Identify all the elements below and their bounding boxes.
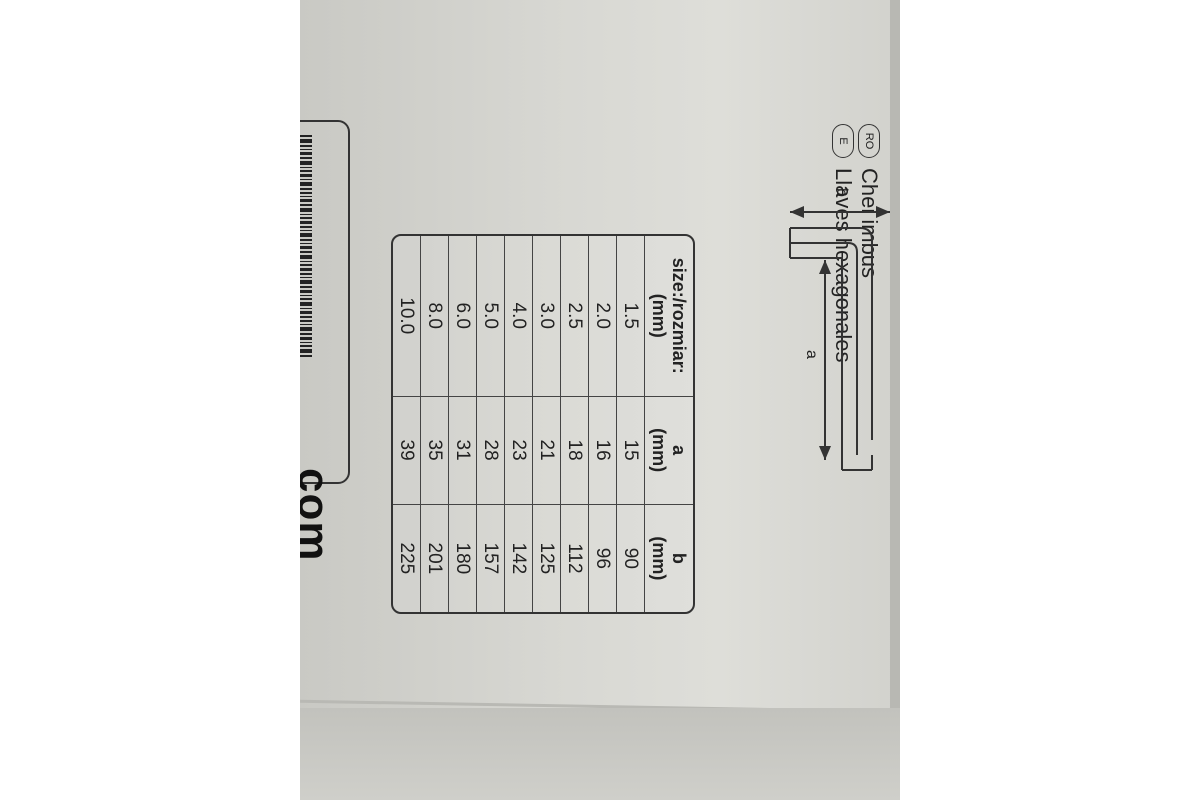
cell-size: 2.0: [588, 236, 616, 397]
wrench-outline: [790, 257, 843, 470]
barcode: [300, 135, 312, 357]
domain-fragment: com: [300, 468, 338, 562]
size-table: size:/rozmiar: (mm) a (mm) b (mm): [391, 234, 695, 614]
hex-key-diagram: [789, 206, 890, 471]
cell-b: 180: [448, 504, 476, 612]
arrowhead: [819, 260, 831, 274]
bottom-strip: [300, 708, 900, 800]
header-size-label: size:/rozmiar:: [669, 257, 689, 374]
cell-a: 15: [616, 396, 644, 505]
cell-a: 31: [448, 396, 476, 505]
table-header-row: size:/rozmiar: (mm) a (mm) b (mm): [644, 236, 693, 612]
cell-a: 39: [393, 396, 420, 505]
dimension-label-b: b: [833, 188, 850, 197]
cell-a: 18: [560, 396, 588, 505]
wrench-outline: [790, 242, 858, 455]
header-a-label: a: [669, 445, 689, 456]
cell-a: 23: [504, 396, 532, 505]
cell-a: 16: [588, 396, 616, 505]
cell-b: 225: [396, 542, 418, 575]
cell-size: 6.0: [448, 236, 476, 397]
wrench-outline: [790, 227, 873, 440]
dimension-label-a: a: [803, 350, 820, 359]
cell-b: 142: [504, 504, 532, 612]
rotated-page: RO Chei imbus E Llaves hexagonales: [300, 100, 900, 700]
header-a-unit: (mm): [649, 428, 669, 473]
cell-b: 112: [560, 504, 588, 612]
cell-a: 28: [476, 396, 504, 505]
cell-a: 35: [420, 396, 448, 505]
cell-size: 5.0: [476, 236, 504, 397]
cell-size: 3.0: [532, 236, 560, 397]
edge-strip: [890, 0, 900, 800]
header-size: size:/rozmiar: (mm): [644, 236, 693, 397]
cell-size: 2.5: [560, 236, 588, 397]
arrowhead: [790, 206, 804, 218]
header-size-unit: (mm): [649, 293, 669, 338]
arrowhead: [876, 206, 890, 218]
cell-b: 157: [476, 504, 504, 612]
header-b-label: b: [669, 552, 689, 564]
header-a: a (mm): [644, 396, 693, 505]
header-b-unit: (mm): [649, 536, 669, 581]
cell-b: 90: [616, 504, 644, 612]
cell-a: 21: [532, 396, 560, 505]
cell-b: 125: [532, 504, 560, 612]
header-b: b (mm): [644, 504, 693, 612]
photo-background: RO Chei imbus E Llaves hexagonales: [300, 0, 900, 800]
arrowhead: [819, 446, 831, 460]
cell-size: 4.0: [504, 236, 532, 397]
cell-size: 1.5: [616, 236, 644, 397]
cell-b: 96: [588, 504, 616, 612]
cell-size: 8.0: [420, 236, 448, 397]
page-content: RO Chei imbus E Llaves hexagonales: [300, 0, 890, 620]
cell-size: 10.0: [393, 236, 420, 397]
cell-b: 201: [420, 504, 448, 612]
